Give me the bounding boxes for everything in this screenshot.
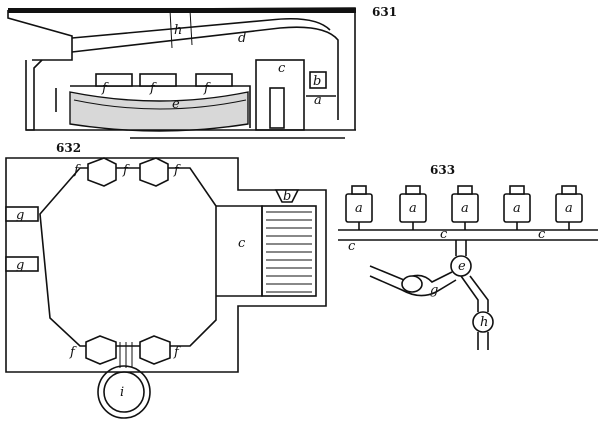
furnace-a1 [345, 185, 373, 230]
grate-bars [266, 211, 312, 293]
label-c-632: c [238, 236, 246, 251]
hearth-surface [73, 99, 247, 110]
label-a2: a [409, 201, 417, 216]
label-h-633: h [480, 315, 488, 330]
label-g2: g [16, 258, 24, 273]
label-g-633: g [430, 283, 438, 298]
label-c2: c [440, 227, 448, 242]
opening-f1 [95, 73, 133, 87]
hearth-octagon [39, 167, 217, 347]
flue-g-bulb [401, 275, 423, 293]
block-f-bl [85, 335, 117, 365]
label-b-632: b [283, 189, 291, 204]
label-a3: a [461, 201, 469, 216]
left-stub [25, 59, 43, 131]
pipe-to-h [460, 275, 489, 312]
label-f-br: f [173, 345, 181, 360]
top-beam [8, 8, 356, 13]
label-c3: c [538, 227, 546, 242]
pipe-below-h [477, 332, 489, 350]
funnel-b [274, 189, 300, 203]
label-f-tm: f [122, 163, 130, 178]
left-wall [7, 10, 73, 61]
label-i: i [120, 385, 124, 400]
chamber-h [472, 311, 494, 333]
label-a4: a [513, 201, 521, 216]
flue-h-line2 [189, 9, 193, 46]
drop-pipe [455, 240, 467, 256]
label-g1: g [16, 208, 24, 223]
figure-632-plan: 632 f f f g g c b f f i [5, 141, 327, 419]
flue-g-lower [369, 275, 457, 297]
chimney-i-inner [103, 371, 145, 413]
block-f-tm [139, 157, 169, 187]
block-f-tl [87, 157, 117, 187]
furnace-a2 [399, 185, 427, 230]
figure-number-632: 632 [56, 141, 81, 155]
hearth-bed-e [69, 91, 249, 132]
door-g2 [5, 256, 39, 272]
box-b [309, 71, 327, 89]
opening-f2 [139, 73, 177, 87]
door-g1 [5, 206, 39, 222]
label-f3: f [203, 81, 211, 96]
plan-outline [5, 157, 327, 373]
fireplace-door [269, 87, 285, 129]
block-f-br [139, 335, 171, 365]
figure-number-633: 633 [430, 163, 455, 177]
furnace-a4 [503, 185, 531, 230]
figure-631-section: 631 h d c b a e f f f [7, 5, 397, 139]
figure-633-flues: 633 a a a a a c c c e g h [338, 163, 598, 350]
furnace-a5 [555, 185, 583, 230]
label-f-tl: f [73, 163, 81, 178]
label-f-bl: f [69, 345, 77, 360]
label-a5: a [565, 201, 573, 216]
fire-bridge-c [216, 205, 263, 297]
opening-f3 [195, 73, 233, 87]
label-c: c [278, 61, 286, 76]
grate-box [261, 205, 317, 297]
flue-d-upper [71, 17, 331, 39]
label-f1: f [101, 81, 109, 96]
label-c1: c [348, 239, 356, 254]
flue-h-line [169, 9, 173, 49]
figure-number-631: 631 [372, 5, 397, 19]
furnace-a3 [451, 185, 479, 230]
chimney-i-outer [97, 365, 151, 419]
label-f2: f [149, 81, 157, 96]
label-e-633: e [458, 259, 466, 274]
label-e: e [172, 97, 180, 112]
label-a1: a [355, 201, 363, 216]
label-a: a [314, 93, 322, 108]
label-f-tr: f [173, 163, 181, 178]
label-h: h [174, 23, 182, 38]
flue-d-lower [71, 26, 339, 120]
label-b: b [313, 74, 321, 89]
label-d: d [238, 31, 246, 46]
